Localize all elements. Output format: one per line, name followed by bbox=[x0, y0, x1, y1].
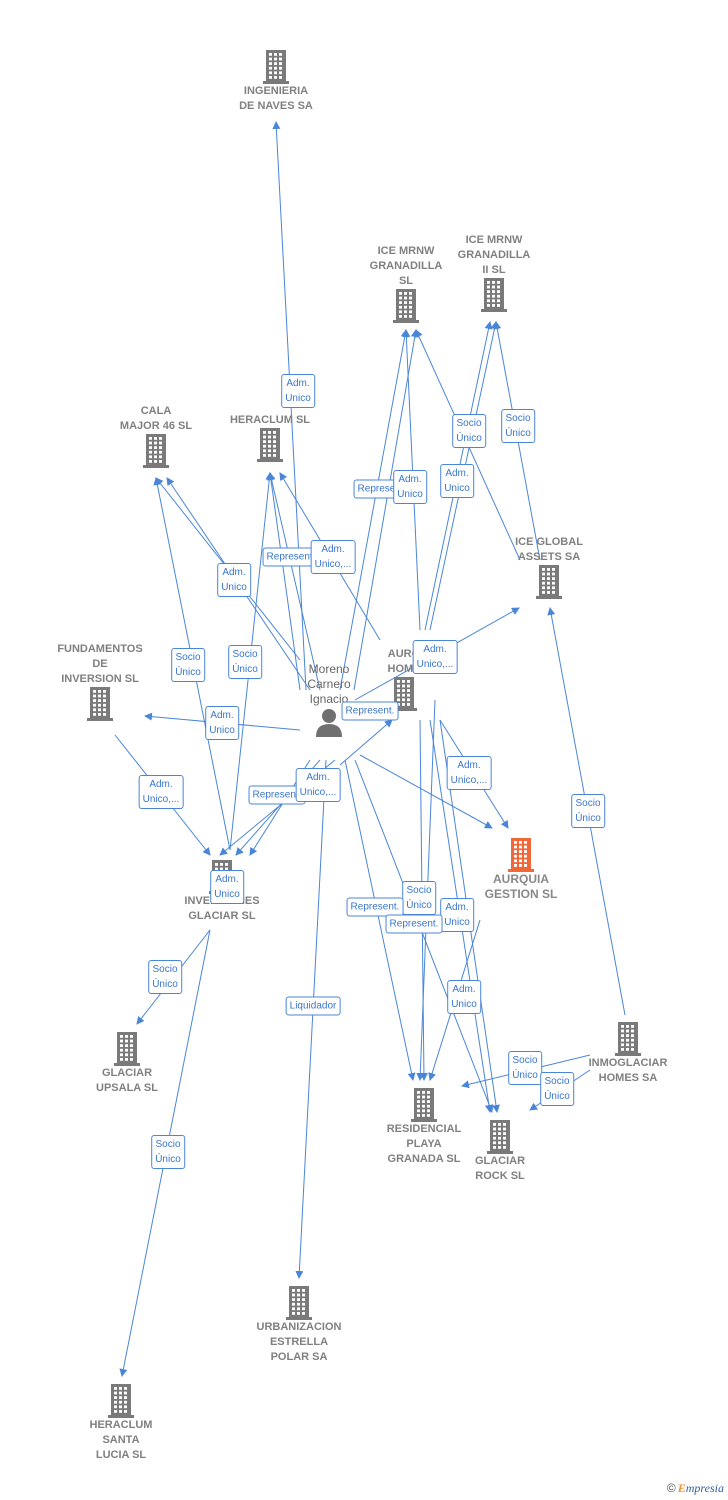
node-urbanizacion[interactable]: URBANIZACION ESTRELLA POLAR SA bbox=[234, 1286, 364, 1365]
relation-tag[interactable]: Adm. Unico bbox=[440, 464, 474, 498]
relation-tag[interactable]: Adm. Unico bbox=[393, 470, 427, 504]
relation-tag[interactable]: Socio Único bbox=[151, 1135, 185, 1169]
relation-tag[interactable]: Socio Único bbox=[452, 414, 486, 448]
node-iceglobal[interactable]: ICE GLOBAL ASSETS SA bbox=[484, 535, 614, 599]
node-label: INMOGLACIAR HOMES SA bbox=[588, 1057, 668, 1084]
brand-name: mpresia bbox=[685, 1481, 724, 1495]
building-icon bbox=[341, 289, 471, 323]
relation-tag[interactable]: Adm. Unico bbox=[440, 898, 474, 932]
relation-tag[interactable]: Adm. Unico,... bbox=[412, 640, 458, 674]
building-icon bbox=[62, 1032, 192, 1066]
building-icon bbox=[429, 278, 559, 312]
footer-brand[interactable]: ©Empresia bbox=[667, 1481, 724, 1496]
node-moreno[interactable]: Moreno Carnero Ignacio bbox=[264, 662, 394, 737]
node-label: HERACLUM SL bbox=[229, 414, 311, 426]
node-aurquiagestion[interactable]: AURQUIA GESTION SL bbox=[456, 838, 586, 902]
node-residencial[interactable]: RESIDENCIAL PLAYA GRANADA SL bbox=[359, 1088, 489, 1167]
node-upsala[interactable]: GLACIAR UPSALA SL bbox=[62, 1032, 192, 1096]
relation-tag[interactable]: Adm. Unico bbox=[447, 980, 481, 1014]
building-icon bbox=[435, 1120, 565, 1154]
relation-tag[interactable]: Adm. Unico,... bbox=[138, 775, 184, 809]
copyright-symbol: © bbox=[666, 1481, 676, 1495]
relation-tag[interactable]: Liquidador bbox=[285, 996, 341, 1016]
building-icon bbox=[359, 1088, 489, 1122]
node-label: ICE GLOBAL ASSETS SA bbox=[515, 536, 583, 563]
building-icon bbox=[234, 1286, 364, 1320]
building-icon bbox=[563, 1022, 693, 1056]
building-icon bbox=[91, 434, 221, 468]
node-ice1[interactable]: ICE MRNW GRANADILLA SL bbox=[341, 244, 471, 323]
relation-tag[interactable]: Adm. Unico bbox=[281, 374, 315, 408]
node-inmoglaciar[interactable]: INMOGLACIAR HOMES SA bbox=[563, 1022, 693, 1086]
relation-tag[interactable]: Socio Único bbox=[540, 1072, 574, 1106]
relation-edge-14 bbox=[344, 759, 416, 1081]
node-label: URBANIZACION ESTRELLA POLAR SA bbox=[256, 1321, 342, 1363]
relation-tag[interactable]: Adm. Unico bbox=[210, 870, 244, 904]
node-label: GLACIAR ROCK SL bbox=[474, 1155, 526, 1182]
building-icon bbox=[456, 838, 586, 872]
node-label: ICE MRNW GRANADILLA II SL bbox=[457, 234, 531, 276]
node-label: GLACIAR UPSALA SL bbox=[96, 1067, 158, 1094]
node-fundamentos[interactable]: FUNDAMENTOS DE INVERSION SL bbox=[35, 642, 165, 721]
relation-tag[interactable]: Socio Único bbox=[148, 960, 182, 994]
building-icon bbox=[205, 428, 335, 462]
relation-tag[interactable]: Adm. Unico bbox=[217, 563, 251, 597]
node-label: FUNDAMENTOS DE INVERSION SL bbox=[57, 643, 143, 685]
node-heraclum[interactable]: HERACLUM SL bbox=[205, 413, 335, 462]
relation-tag[interactable]: Socio Único bbox=[508, 1051, 542, 1085]
relation-tag[interactable]: Socio Único bbox=[171, 648, 205, 682]
node-aurquiahomes[interactable]: AURQ HOME bbox=[339, 647, 469, 711]
building-icon bbox=[211, 50, 341, 84]
person-icon bbox=[264, 707, 394, 737]
building-icon bbox=[484, 565, 614, 599]
relation-tag[interactable]: Represent. bbox=[248, 785, 306, 805]
relation-tag[interactable]: Represent. bbox=[346, 897, 404, 917]
relation-tag[interactable]: Socio Único bbox=[501, 409, 535, 443]
relation-tag[interactable]: Adm. Unico,... bbox=[295, 768, 341, 802]
node-label: RESIDENCIAL PLAYA GRANADA SL bbox=[386, 1123, 462, 1165]
node-label: ICE MRNW GRANADILLA SL bbox=[369, 245, 443, 287]
relation-tag[interactable]: Adm. Unico,... bbox=[446, 756, 492, 790]
node-label: AURQUIA GESTION SL bbox=[484, 872, 558, 901]
relation-edge-15 bbox=[354, 759, 494, 1113]
relation-tag[interactable]: Adm. Unico bbox=[205, 706, 239, 740]
relation-tag[interactable]: Adm. Unico,... bbox=[310, 540, 356, 574]
building-icon bbox=[56, 1384, 186, 1418]
relation-edge-4 bbox=[339, 329, 409, 691]
node-label: HERACLUM SANTA LUCIA SL bbox=[89, 1419, 153, 1461]
relation-tag[interactable]: Socio Único bbox=[228, 645, 262, 679]
building-icon bbox=[35, 687, 165, 721]
node-label: CALA MAJOR 46 SL bbox=[119, 405, 193, 432]
relation-tag[interactable]: Socio Único bbox=[571, 794, 605, 828]
relation-edge-17 bbox=[295, 759, 327, 1279]
node-ingenieria[interactable]: INGENIERIA DE NAVES SA bbox=[211, 50, 341, 114]
node-rock[interactable]: GLACIAR ROCK SL bbox=[435, 1120, 565, 1184]
node-santalucia[interactable]: HERACLUM SANTA LUCIA SL bbox=[56, 1384, 186, 1463]
relation-edge-5 bbox=[353, 329, 419, 691]
building-icon bbox=[339, 677, 469, 711]
relation-edge-13 bbox=[339, 719, 393, 766]
node-label: INGENIERIA DE NAVES SA bbox=[239, 85, 313, 112]
relation-edge-1 bbox=[267, 472, 321, 691]
relation-tag[interactable]: Represent. bbox=[341, 701, 399, 721]
node-cala[interactable]: CALA MAJOR 46 SL bbox=[91, 404, 221, 468]
node-ice2[interactable]: ICE MRNW GRANADILLA II SL bbox=[429, 233, 559, 312]
relation-tag[interactable]: Represent. bbox=[385, 914, 443, 934]
relation-edge-16 bbox=[359, 754, 493, 829]
node-label: Moreno Carnero Ignacio bbox=[307, 662, 351, 706]
relation-tag[interactable]: Socio Único bbox=[402, 881, 436, 915]
node-label: AURQ HOME bbox=[387, 648, 421, 675]
brand-initial: E bbox=[677, 1481, 686, 1495]
